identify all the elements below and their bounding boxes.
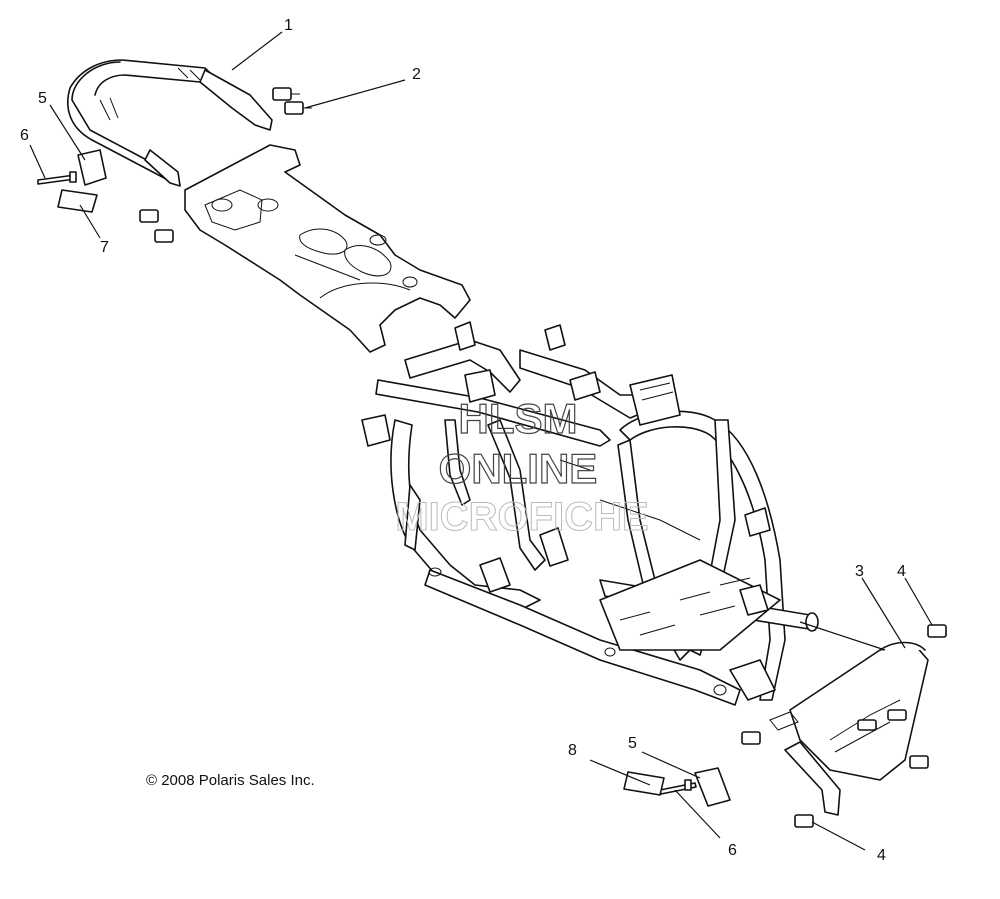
callout-8: 8 (568, 742, 577, 759)
bolt-rear-4[interactable] (154, 229, 174, 243)
reflector-rear[interactable] (77, 149, 107, 186)
callout-5-front: 5 (628, 735, 637, 752)
callout-6-front: 6 (728, 842, 737, 859)
callout-7: 7 (100, 239, 109, 256)
front-bumper[interactable] (769, 641, 929, 816)
decal-rear[interactable] (57, 189, 98, 213)
callout-4-lower: 4 (877, 847, 886, 864)
leader-lines (29, 31, 933, 851)
main-frame[interactable] (361, 321, 819, 706)
bolt-rear-3[interactable] (139, 209, 159, 223)
reflector-front[interactable] (694, 767, 731, 807)
bolt-rear-1[interactable] (272, 87, 300, 101)
bolt-front-1[interactable] (927, 624, 947, 638)
watermark: HLSM ONLINE MICROFICHE (395, 394, 649, 539)
bolt-front-4[interactable] (794, 814, 814, 828)
callout-1: 1 (284, 17, 293, 34)
callout-4-upper: 4 (897, 563, 906, 580)
rivet-rear[interactable] (37, 171, 77, 185)
bolt-rear-2[interactable] (284, 101, 312, 115)
watermark-line-1: HLSM (459, 395, 578, 442)
callout-5-rear: 5 (38, 90, 47, 107)
watermark-line-3: MICROFICHE (395, 495, 648, 539)
rear-subframe[interactable] (184, 144, 471, 353)
rivet-front[interactable] (659, 779, 697, 795)
bolt-front-3[interactable] (909, 755, 929, 769)
watermark-line-2: ONLINE (439, 445, 598, 492)
callout-3: 3 (855, 563, 864, 580)
rear-grab-bar[interactable] (67, 59, 273, 187)
decal-front[interactable] (623, 771, 665, 796)
bolt-front-2[interactable] (741, 731, 761, 745)
callout-2: 2 (412, 66, 421, 83)
copyright-notice: © 2008 Polaris Sales Inc. (146, 772, 315, 789)
callout-6-rear: 6 (20, 127, 29, 144)
